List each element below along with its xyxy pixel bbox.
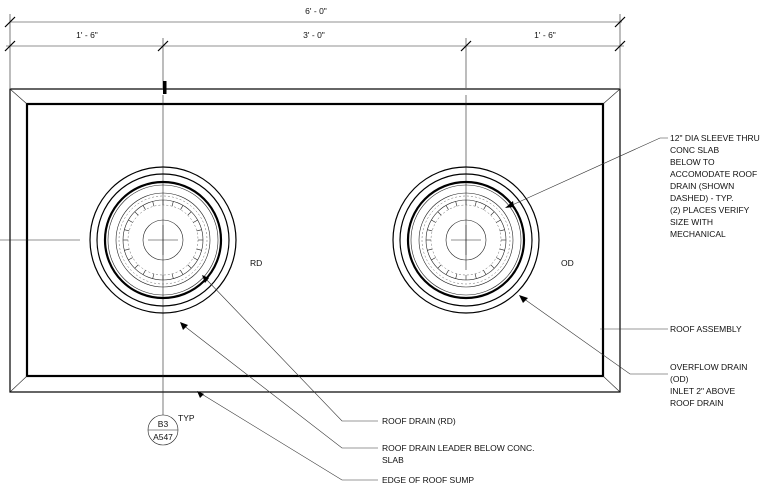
note-sleeve-line: DASHED) - TYP. [670, 193, 733, 203]
roof-drain-rd [89, 166, 237, 314]
note-sleeve: 12" DIA SLEEVE THRU CONC SLAB BELOW TO A… [670, 133, 760, 239]
note-roof-assembly: ROOF ASSEMBLY [670, 324, 742, 334]
note-overflow-line: ROOF DRAIN [670, 398, 723, 408]
centerlines [0, 95, 467, 415]
grate-rib [196, 229, 202, 232]
note-sleeve-line: BELOW TO [670, 157, 715, 167]
overflow-drain-od [392, 166, 540, 314]
grate-rib [134, 264, 139, 269]
note-edge-of-sump: EDGE OF ROOF SUMP [382, 475, 474, 485]
grate-rib [427, 248, 433, 251]
grate-rib [180, 270, 184, 275]
note-sleeve-line: 12" DIA SLEEVE THRU [670, 133, 760, 143]
grate-rib [152, 273, 155, 279]
grate-rib [427, 229, 433, 232]
od-label: OD [561, 258, 574, 268]
leader-lines [182, 137, 668, 481]
grate-rib [134, 211, 139, 216]
grate-rib [483, 270, 487, 275]
grate-rib [474, 201, 477, 207]
note-sleeve-line: (2) PLACES VERIFY [670, 205, 750, 215]
grate-rib [180, 205, 184, 210]
note-drain-leader: ROOF DRAIN LEADER BELOW CONC. SLAB [382, 443, 535, 465]
dimension-center-label: 3' - 0" [303, 30, 325, 40]
section-cut-marker [163, 81, 167, 94]
dimension-overall-label: 6' - 0" [305, 6, 327, 16]
grate-rib [142, 205, 146, 210]
note-overflow-line: INLET 2" ABOVE [670, 386, 736, 396]
grate-rib [193, 257, 198, 261]
roof-sump-outline [9, 81, 621, 393]
note-sleeve-line: SIZE WITH [670, 217, 713, 227]
grate-rib [474, 273, 477, 279]
note-roof-drain: ROOF DRAIN (RD) [382, 416, 456, 426]
grate-rib [445, 205, 449, 210]
rd-label: RD [250, 258, 262, 268]
grate-rib [499, 229, 505, 232]
callout-typ: TYP [178, 413, 195, 423]
callout-sheet: A547 [153, 432, 173, 442]
note-sleeve-line: DRAIN (SHOWN [670, 181, 734, 191]
grate-rib [499, 248, 505, 251]
grate-rib [445, 270, 449, 275]
grate-rib [490, 211, 495, 216]
grate-rib [490, 264, 495, 269]
leader-arrowheads [180, 201, 528, 398]
grate-rib [455, 201, 458, 207]
grate-rib [431, 257, 436, 261]
grate-rib [431, 219, 436, 223]
grate-rib [152, 201, 155, 207]
grate-rib [124, 248, 130, 251]
dimension-right-label: 1' - 6" [534, 30, 556, 40]
grate-rib [496, 257, 501, 261]
grate-rib [128, 219, 133, 223]
grate-rib [437, 264, 442, 269]
note-sleeve-line: MECHANICAL [670, 229, 726, 239]
note-sleeve-line: ACCOMODATE ROOF [670, 169, 757, 179]
od-grate-ribs [426, 200, 506, 280]
callout-detail: B3 [158, 419, 169, 429]
note-sleeve-line: CONC SLAB [670, 145, 719, 155]
grate-rib [171, 273, 174, 279]
grate-rib [142, 270, 146, 275]
dimension-left-label: 1' - 6" [76, 30, 98, 40]
note-overflow-line: (OD) [670, 374, 689, 384]
grate-rib [193, 219, 198, 223]
grate-rib [496, 219, 501, 223]
detail-callout: B3 A547 TYP [147, 413, 195, 446]
grate-rib [187, 264, 192, 269]
grate-rib [437, 211, 442, 216]
note-overflow-drain: OVERFLOW DRAIN (OD) INLET 2" ABOVE ROOF … [670, 362, 747, 408]
dimension-segments: 1' - 6" 3' - 0" 1' - 6" [4, 30, 626, 88]
grate-rib [187, 211, 192, 216]
grate-rib [171, 201, 174, 207]
note-leader-line: ROOF DRAIN LEADER BELOW CONC. [382, 443, 535, 453]
grate-rib [128, 257, 133, 261]
grate-rib [455, 273, 458, 279]
rd-grate-ribs [123, 200, 203, 280]
note-leader-line: SLAB [382, 455, 404, 465]
grate-rib [124, 229, 130, 232]
grate-rib [196, 248, 202, 251]
grate-rib [483, 205, 487, 210]
dimension-overall: 6' - 0" [4, 6, 626, 88]
note-overflow-line: OVERFLOW DRAIN [670, 362, 747, 372]
